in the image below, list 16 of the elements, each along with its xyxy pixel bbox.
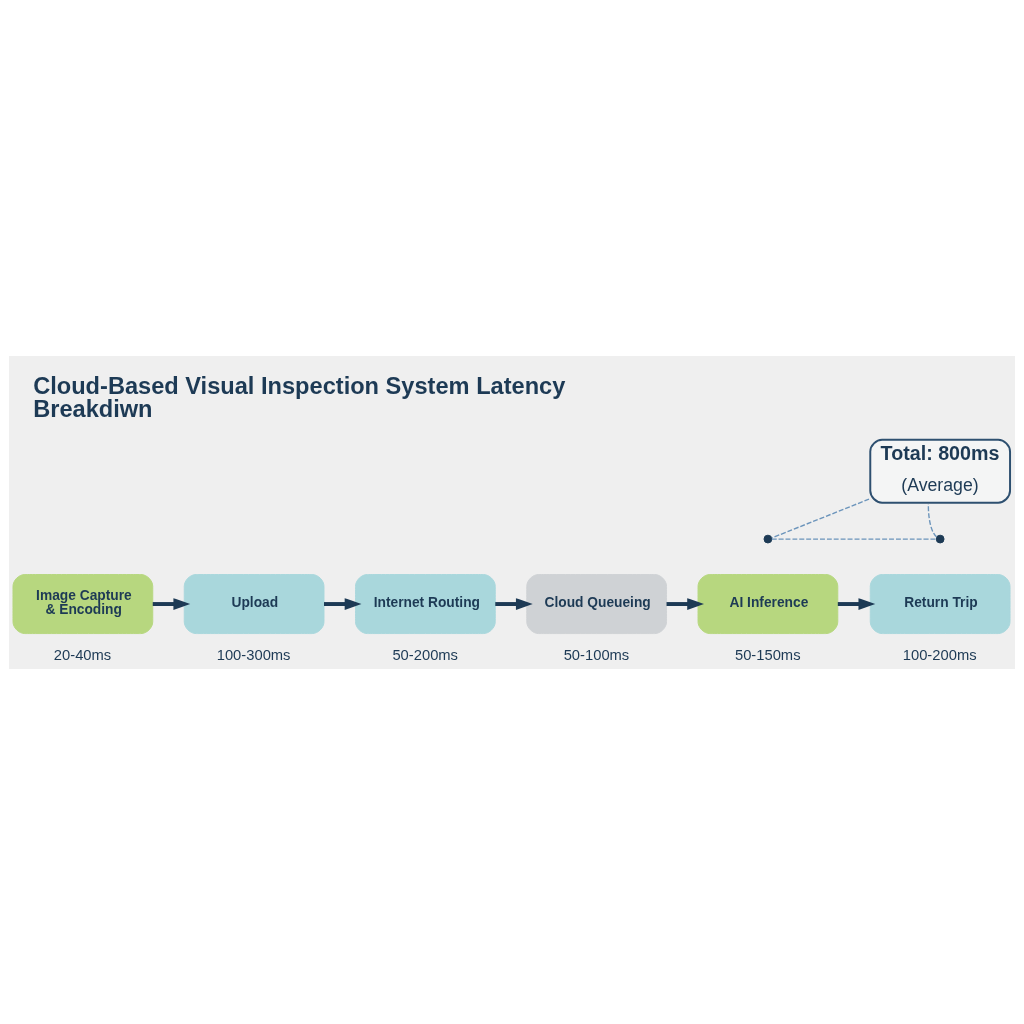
connector bbox=[771, 497, 870, 539]
node-label: 100-300ms bbox=[216, 646, 291, 663]
node-label: 50-100ms bbox=[563, 646, 630, 663]
arrow bbox=[324, 597, 362, 610]
node-circle bbox=[935, 534, 945, 543]
arrow bbox=[152, 597, 191, 610]
node-label: 50-200ms bbox=[392, 646, 458, 663]
arrow bbox=[837, 597, 876, 610]
arrow bbox=[495, 597, 533, 610]
arrow bbox=[666, 597, 704, 610]
node-label: 50-150ms bbox=[734, 646, 801, 663]
node-label: 20-40ms bbox=[53, 646, 112, 663]
node-circle bbox=[763, 534, 773, 543]
node-label: 100-200ms bbox=[902, 646, 977, 663]
connector bbox=[771, 537, 937, 540]
diagram-title: Cloud-Based Visual Inspection System Latency Breakdiwn bbox=[33, 372, 566, 422]
